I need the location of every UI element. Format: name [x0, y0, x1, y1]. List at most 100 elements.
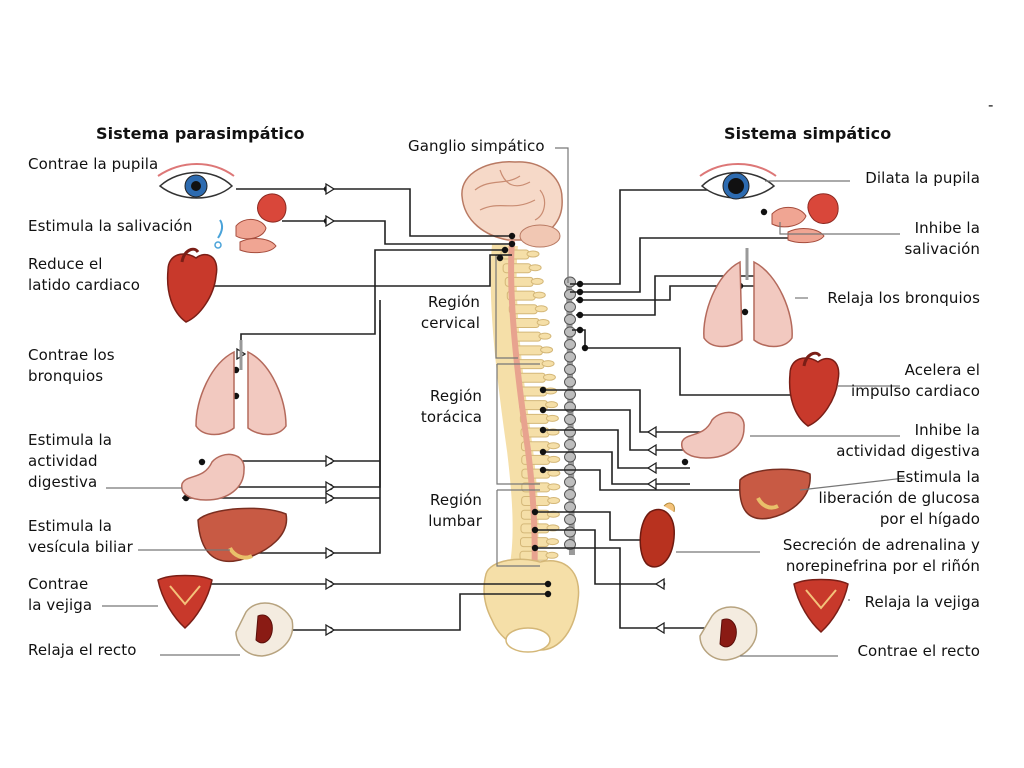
synapse-dot: [581, 344, 589, 352]
vertebra-process: [540, 346, 554, 354]
arrow-marker: [654, 621, 665, 635]
vertebra-process: [542, 373, 556, 381]
nerve-pathways: [175, 188, 805, 631]
ganglion: [564, 289, 576, 300]
ganglion: [564, 376, 576, 388]
ganglion: [564, 276, 576, 288]
ganglion: [564, 526, 576, 538]
nerve-fiber: [236, 188, 512, 237]
heart-left: [166, 247, 218, 323]
synapse-dot: [508, 240, 516, 248]
ganglion: [564, 439, 576, 450]
nerve-fiber: [535, 547, 732, 629]
nerve-fiber: [535, 511, 665, 541]
ganglion: [564, 476, 576, 488]
synapse-dot: [576, 311, 584, 319]
synapse-dot: [501, 246, 509, 254]
vertebra-process: [526, 250, 540, 258]
bladder-left: [157, 574, 213, 630]
label-leader-lines: [102, 147, 906, 657]
synapse-dot: [531, 526, 539, 534]
lungs-right: [703, 248, 793, 348]
vertebra-process: [544, 387, 558, 395]
para-label-pupil: Contrae la pupila: [28, 155, 159, 173]
arrow-marker: [325, 623, 336, 637]
synapse-dot: [539, 466, 547, 474]
salivary-glands-right: [771, 193, 839, 244]
vertebra-process: [545, 401, 559, 409]
rectum-right: [699, 606, 758, 661]
ganglion: [564, 389, 576, 400]
vertebra-process: [532, 291, 546, 299]
arrow-marker: [325, 546, 336, 560]
symp-label-pupil: Dilata la pupila: [865, 169, 980, 187]
arrow-marker: [325, 577, 336, 591]
vertebra-process: [546, 442, 560, 450]
ganglion: [564, 451, 576, 463]
ganglion: [564, 339, 576, 350]
sympathetic-heading: Sistema simpático: [724, 124, 892, 143]
symp-label-bronchi: Relaja los bronquios: [827, 289, 980, 307]
synapse-dot: [539, 426, 547, 434]
ganglion-label: Ganglio simpático: [408, 137, 545, 155]
salivary-glands-left: [214, 193, 287, 254]
synapse-dot: [576, 288, 584, 296]
nerve-fiber: [545, 409, 690, 451]
nerve-fiber: [260, 593, 550, 631]
vertebra-process: [534, 305, 548, 313]
vertebra-process: [547, 483, 561, 491]
ganglion: [564, 426, 576, 438]
nerve-fiber: [545, 469, 770, 491]
ganglion: [564, 364, 576, 375]
vertebra-process: [528, 264, 542, 272]
synapse-dot: [544, 580, 552, 588]
vertebra-process: [545, 538, 559, 546]
synapse-dot: [681, 458, 689, 466]
arrow-marker: [325, 182, 336, 196]
arrow-marker: [646, 477, 657, 491]
sympathetic-ganglia-chain: [564, 276, 576, 556]
eye-left: [157, 163, 235, 199]
nerve-fiber: [175, 254, 512, 287]
ganglion: [564, 414, 576, 425]
arrow-marker: [325, 480, 336, 494]
lungs-left: [195, 340, 287, 436]
arrow-marker: [325, 491, 336, 505]
nerve-fiber: [576, 275, 760, 316]
vertebra-process: [545, 414, 559, 422]
synapse-dot: [508, 232, 516, 240]
vertebral-column: [490, 239, 561, 586]
stomach-right: [681, 411, 745, 459]
ganglion: [564, 351, 576, 363]
ganglion: [564, 539, 576, 550]
para-label-rectum: Relaja el recto: [28, 641, 137, 659]
arrow-marker: [646, 461, 657, 475]
para-label-salivation: Estimula la salivación: [28, 217, 193, 235]
pelvis: [483, 558, 580, 653]
symp-label-bladder: Relaja la vejiga: [864, 593, 980, 611]
bladder-right: [793, 578, 849, 634]
vertebra-process: [536, 318, 550, 326]
nerve-fiber: [232, 320, 381, 554]
nerve-fiber: [570, 189, 760, 285]
ganglion: [564, 489, 576, 500]
liver-left: [197, 507, 288, 563]
symp-label-rectum: Contrae el recto: [857, 642, 980, 660]
ganglion: [564, 326, 576, 338]
synapse-dot: [544, 590, 552, 598]
ganglion: [564, 501, 576, 513]
nerve-fiber: [535, 529, 662, 585]
synapse-dot: [741, 308, 749, 316]
liver-right: [739, 468, 811, 520]
stomach-left: [181, 453, 245, 501]
